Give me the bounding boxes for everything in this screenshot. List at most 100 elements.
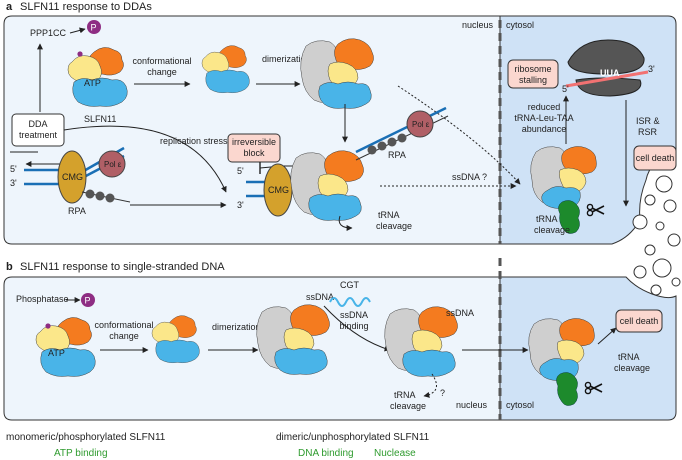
panel-a: a SLFN11 response to DDAs PPP1CC P ATP S…	[3, 1, 677, 245]
ribosome-stalling-2: stalling	[519, 75, 547, 85]
pol-e-mid	[406, 110, 434, 138]
panel-b-title: SLFN11 response to single-stranded DNA	[20, 261, 225, 273]
cell-death-box-b	[615, 309, 663, 333]
irreversible-label-2: block	[243, 148, 265, 158]
atp-label-b: ATP	[48, 348, 65, 358]
rpa-mid-label: RPA	[388, 150, 406, 160]
trna-cleavage-b-2: cleavage	[390, 401, 426, 411]
bubble-2	[644, 194, 656, 206]
ppp1cc-label: PPP1CC	[30, 28, 67, 38]
cytosol-label-a: cytosol	[506, 20, 534, 30]
bubble-1	[655, 175, 673, 193]
rpa-left-3	[105, 193, 115, 203]
ssdna-label-b: ssDNA	[306, 292, 334, 302]
trna-cleavage-right-2: cleavage	[614, 363, 650, 373]
footer-monomeric: monomeric/phosphorylated SLFN11	[6, 432, 166, 443]
rpa-left-2	[95, 191, 105, 201]
panel-a-title: SLFN11 response to DDAs	[20, 1, 152, 13]
panel-b-nucleus-bg	[3, 276, 501, 421]
three-prime-ribosome: 3'	[648, 64, 655, 74]
trna-cleavage-arrow-mid	[338, 215, 353, 231]
conformational-label-b1: conformational	[94, 320, 153, 330]
three-prime-mid: 3'	[237, 200, 244, 210]
isr-rsr-label-1: ISR &	[636, 116, 660, 126]
dda-label-1: DDA	[28, 119, 47, 129]
dda-label-2: treatment	[19, 130, 58, 140]
conformational-label-a2: change	[147, 67, 177, 77]
cgt-label: CGT	[340, 280, 360, 290]
trna-cleavage-b-1: tRNA	[394, 390, 416, 400]
phospho-label-a: P	[91, 23, 97, 33]
bubble-10	[671, 277, 681, 287]
phospho-site-b	[45, 323, 51, 329]
phospho-circle-b	[81, 293, 95, 307]
phosphatase-label: Phosphatase	[16, 294, 69, 304]
ssdna-wave	[329, 297, 371, 307]
bubble-7	[644, 244, 656, 256]
ssdna-binding-2: binding	[339, 321, 368, 331]
ssdna-binding-arrow	[323, 305, 391, 352]
phospho-label-b: P	[85, 296, 91, 306]
five-prime-left: 5'	[10, 164, 17, 174]
slfn11-label: SLFN11	[84, 114, 116, 124]
mrna	[565, 70, 649, 88]
apoptotic-bubbles	[632, 175, 681, 296]
trna-cleavage-cyto-2: cleavage	[534, 225, 570, 235]
bubble-11	[650, 284, 662, 296]
footer-atp-binding: ATP binding	[54, 448, 108, 459]
phospho-site-a	[77, 51, 83, 57]
rpa-mid-2	[377, 141, 387, 151]
ssdna-label-b2: ssDNA	[446, 308, 474, 318]
reduced-trna-1: reduced	[528, 102, 561, 112]
nucleus-label-a: nucleus	[462, 20, 494, 30]
ribosome-stalling-box	[507, 59, 559, 89]
replication-stress-label: replication stress	[160, 136, 228, 146]
footer: monomeric/phosphorylated SLFN11 ATP bind…	[6, 432, 430, 459]
reduced-trna-2: tRNA-Leu-TAA	[514, 113, 573, 123]
bubble-8	[652, 258, 672, 278]
ssdna-binding-1: ssDNA	[340, 310, 368, 320]
reduced-trna-3: abundance	[522, 124, 567, 134]
cmg-left-label: CMG	[62, 172, 83, 182]
trna-cleavage-mid-1: tRNA	[378, 210, 400, 220]
cell-death-label-a: cell death	[636, 153, 675, 163]
conformational-label-b2: change	[109, 331, 139, 341]
pol-e-left-label: Pol ε	[104, 160, 122, 169]
question-mark-b: ?	[440, 388, 445, 398]
trna-cleavage-cyto-1: tRNA	[536, 214, 558, 224]
cell-death-box-a	[633, 145, 677, 171]
bubble-3	[663, 199, 677, 213]
ppp1cc-arrow	[69, 27, 86, 34]
cytosol-label-b: cytosol	[506, 400, 534, 410]
dimerization-label-b: dimerization	[212, 322, 261, 332]
footer-dna-binding: DNA binding	[298, 448, 354, 459]
rpa-mid-3	[387, 137, 397, 147]
trna-cleavage-right-1: tRNA	[618, 352, 640, 362]
irreversible-label-1: irreversible	[232, 137, 276, 147]
irreversible-block-box	[227, 133, 281, 163]
rpa-mid-1	[367, 145, 377, 155]
bubble-9	[633, 265, 647, 279]
footer-dimeric: dimeric/unphosphorylated SLFN11	[276, 432, 430, 443]
trna-cleavage-mid-2: cleavage	[376, 221, 412, 231]
pol-e-mid-label: Pol ε	[412, 120, 430, 129]
panel-b: b SLFN11 response to single-stranded DNA…	[3, 258, 677, 421]
conformational-label-a1: conformational	[132, 56, 191, 66]
dimer-to-cytosol-arrow	[397, 85, 521, 185]
ssdna-question-label: ssDNA ?	[452, 172, 487, 182]
bubble-5	[655, 221, 665, 231]
panel-a-nucleus-bg	[3, 15, 501, 245]
rpa-left-1	[85, 189, 95, 199]
ribosome-large	[567, 39, 645, 75]
five-prime-mid: 5'	[237, 166, 244, 176]
panel-b-letter: b	[6, 261, 13, 273]
nucleus-label-b: nucleus	[456, 400, 488, 410]
dna-up-branch-1	[355, 106, 447, 154]
panel-b-cytosol-bg	[499, 276, 677, 421]
ribosome-stalling-1: ribosome	[514, 64, 551, 74]
uua-codon: UUA	[600, 68, 620, 78]
three-prime-left: 3'	[10, 178, 17, 188]
cmg-left	[57, 150, 87, 204]
cell-death-label-b: cell death	[620, 316, 659, 326]
